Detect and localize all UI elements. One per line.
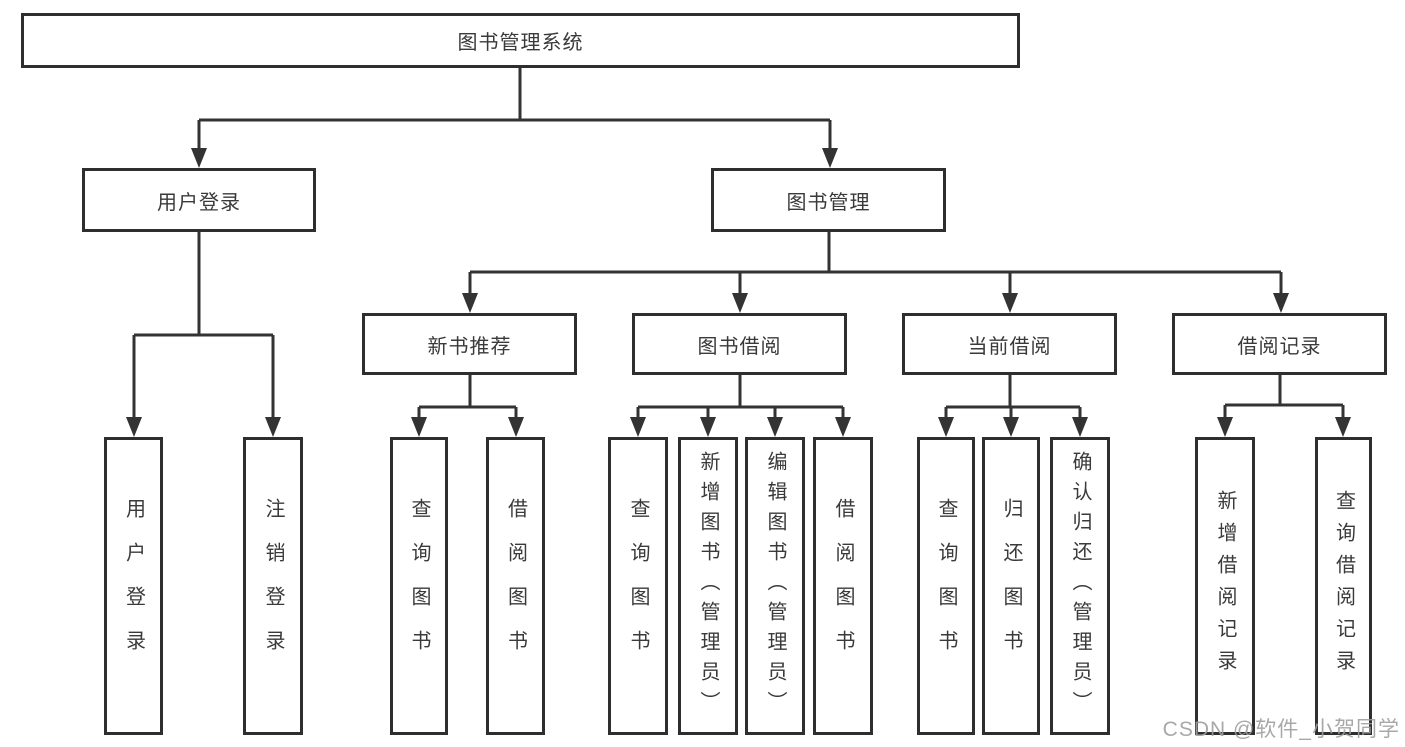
node-library-management-system: 图书管理系统 [21, 13, 1020, 68]
node-borrowing-records: 借阅记录 [1172, 313, 1387, 375]
leaf-label: 借阅图书 [832, 498, 854, 674]
node-current-borrowing: 当前借阅 [902, 313, 1117, 375]
leaf-confirm-return-admin: 确认归还（管理员） [1050, 437, 1110, 735]
leaf-query-books-borrowing: 查询图书 [608, 437, 668, 735]
node-book-management: 图书管理 [711, 168, 946, 232]
node-new-book-recommendation: 新书推荐 [362, 313, 577, 375]
leaf-label: 查询图书 [408, 498, 430, 674]
leaf-label: 用户登录 [122, 498, 145, 674]
leaf-label: 查询借阅记录 [1332, 490, 1355, 682]
csdn-watermark: CSDN @软件_小贺同学 [1162, 718, 1400, 741]
leaf-borrow-books-recommend: 借阅图书 [486, 437, 545, 735]
leaf-query-books-recommend: 查询图书 [390, 437, 448, 735]
leaf-add-books-admin: 新增图书（管理员） [678, 437, 738, 735]
leaf-user-login: 用户登录 [104, 437, 163, 735]
leaf-query-books-current: 查询图书 [917, 437, 975, 735]
leaf-label: 新增借阅记录 [1214, 490, 1236, 682]
leaf-label: 查询图书 [627, 498, 649, 674]
leaf-label: 确认归还（管理员） [1069, 451, 1091, 721]
leaf-label: 查询图书 [935, 498, 957, 674]
leaf-add-borrow-record: 新增借阅记录 [1195, 437, 1255, 735]
leaf-label: 注销登录 [262, 498, 284, 674]
leaf-borrow-books-borrowing: 借阅图书 [813, 437, 873, 735]
node-book-borrowing: 图书借阅 [632, 313, 847, 375]
leaf-return-books: 归还图书 [982, 437, 1040, 735]
leaf-label: 新增图书（管理员） [697, 451, 719, 721]
node-user-login: 用户登录 [82, 168, 316, 232]
leaf-edit-books-admin: 编辑图书（管理员） [745, 437, 805, 735]
leaf-logout: 注销登录 [243, 437, 303, 735]
leaf-label: 编辑图书（管理员） [764, 451, 786, 721]
leaf-label: 归还图书 [1000, 498, 1022, 674]
leaf-label: 借阅图书 [504, 498, 527, 674]
leaf-query-borrow-record: 查询借阅记录 [1315, 437, 1372, 735]
